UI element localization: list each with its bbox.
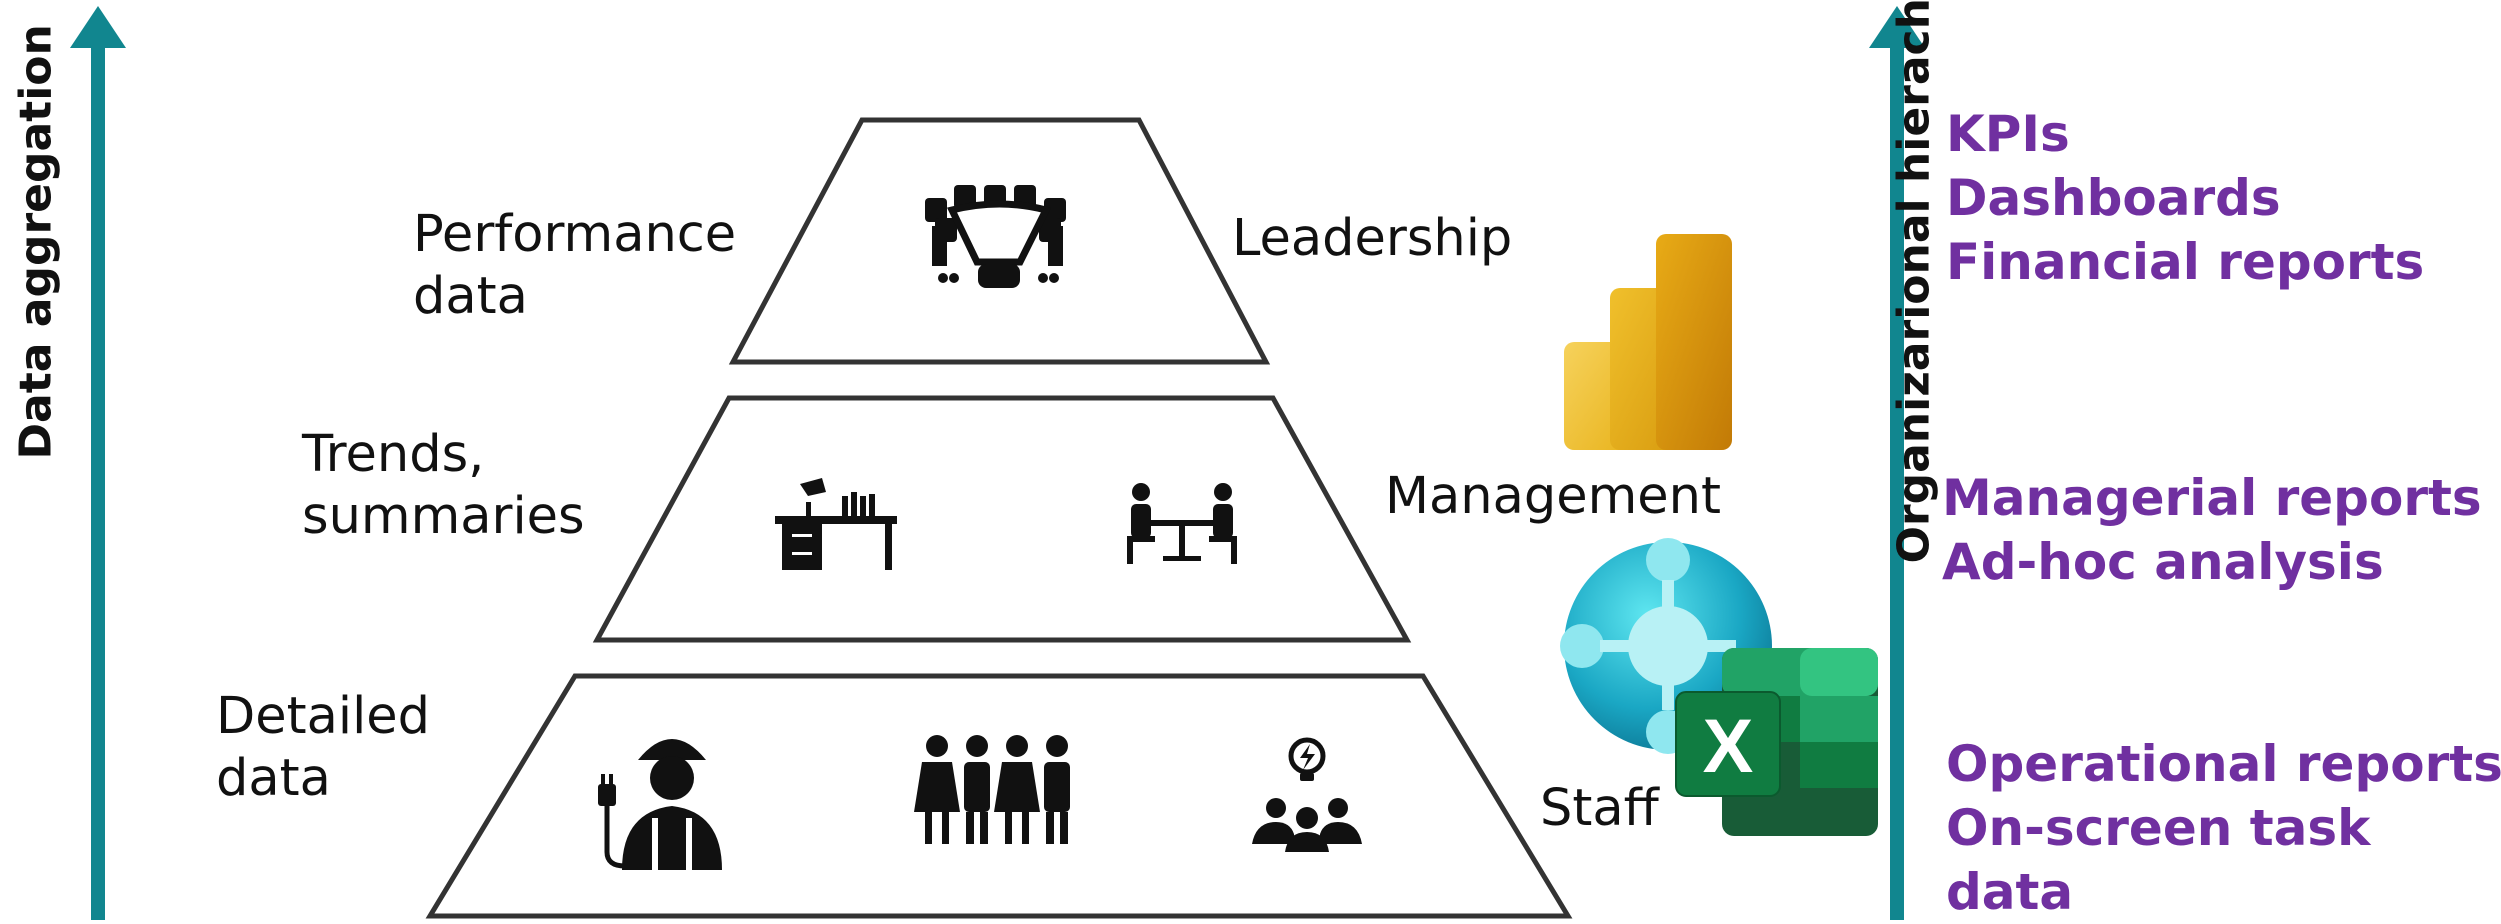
staff-label: Staff <box>1540 779 1659 838</box>
pyramid-tier-middle <box>592 395 1412 643</box>
group-of-people-icon <box>914 735 1070 844</box>
management-label: Management <box>1385 467 1721 526</box>
data-aggregation-title: Data aggregation <box>10 24 62 460</box>
leadership-label: Leadership <box>1232 209 1513 268</box>
report-item: KPIs <box>1946 105 2070 163</box>
organizational-hierarchy-title: Organizarional hierachy <box>1888 0 1940 564</box>
report-item: Financial reports <box>1946 233 2425 291</box>
report-list-middle: Managerial reports Ad-hoc analysis <box>1942 466 2482 594</box>
excel-letter: X <box>1703 704 1754 789</box>
report-item: Ad-hoc analysis <box>1942 533 2384 591</box>
data-aggregation-arrow <box>70 6 126 920</box>
team-idea-icon <box>1252 737 1362 852</box>
report-list-top: KPIs Dashboards Financial reports <box>1946 102 2424 294</box>
detailed-data-label: Detailed data <box>216 687 430 808</box>
excel-logo: X <box>1675 648 1878 836</box>
power-bi-logo <box>1564 234 1732 450</box>
report-list-bottom: Operational reports On-screen task data <box>1946 732 2501 924</box>
report-item: Dashboards <box>1946 169 2281 227</box>
organizational-hierarchy-arrow <box>1869 6 1925 920</box>
two-people-meeting-icon <box>1127 483 1237 564</box>
report-item: Managerial reports <box>1942 469 2482 527</box>
meeting-table-icon <box>925 185 1066 288</box>
office-desk-icon <box>775 478 897 570</box>
worker-with-plug-icon <box>598 739 722 870</box>
report-item: On-screen task <box>1946 799 2371 857</box>
report-item: data <box>1946 863 2074 921</box>
performance-data-label: Performance data <box>413 205 737 326</box>
trends-summaries-label: Trends, summaries <box>302 425 585 546</box>
report-item: Operational reports <box>1946 735 2501 793</box>
